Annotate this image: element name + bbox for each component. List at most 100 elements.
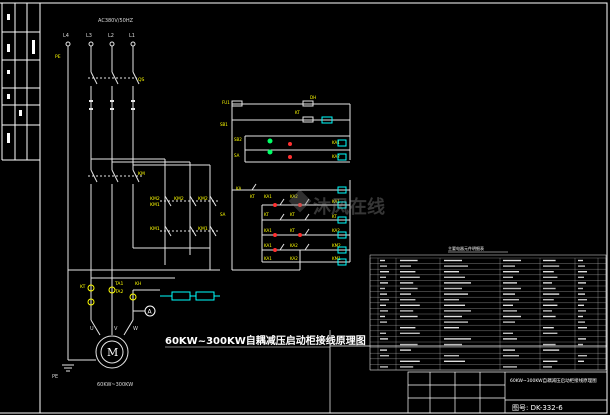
parts-cell-mark xyxy=(400,276,420,278)
parts-cell-mark xyxy=(543,315,556,318)
parts-cell-mark xyxy=(503,276,513,278)
contact-markers xyxy=(89,100,135,110)
phase-labels: L4 L3 L2 L1 xyxy=(63,33,135,39)
parts-cell-mark xyxy=(578,265,585,267)
parts-cell-mark xyxy=(503,293,515,295)
indicator-lamps xyxy=(267,138,302,252)
svg-text:KM2: KM2 xyxy=(332,243,341,248)
parts-cell-mark xyxy=(543,293,560,295)
parts-cell-mark xyxy=(444,271,459,273)
parts-cell-mark xyxy=(578,310,586,312)
parts-cell-mark xyxy=(400,293,411,295)
parts-cell-mark xyxy=(400,310,414,312)
relay-coils xyxy=(321,116,347,266)
parts-cell-mark xyxy=(578,287,583,290)
parts-cell-mark xyxy=(444,259,462,262)
title-block xyxy=(329,330,608,414)
svg-text:KA1: KA1 xyxy=(264,243,272,248)
control-circuit xyxy=(231,103,351,271)
parts-cell-mark xyxy=(503,321,515,323)
svg-text:KT: KT xyxy=(290,212,295,217)
parts-cell-mark xyxy=(444,321,468,323)
thermal-relay xyxy=(160,291,220,301)
parts-cell-mark xyxy=(380,293,387,295)
svg-text:KM1: KM1 xyxy=(332,256,341,261)
parts-cell-mark xyxy=(503,271,519,273)
parts-cell-mark xyxy=(503,332,513,334)
parts-cell-mark xyxy=(503,287,521,290)
control-fuses xyxy=(231,100,314,123)
svg-text:KT: KT xyxy=(250,194,255,199)
parts-cell-mark xyxy=(503,282,517,284)
parts-table-rows xyxy=(369,257,607,371)
parts-cell-mark xyxy=(578,321,585,323)
parts-cell-mark xyxy=(578,315,583,318)
current-transformers xyxy=(87,284,137,306)
parts-cell-mark xyxy=(380,259,385,262)
label-ground: PE xyxy=(52,374,58,380)
parts-cell-mark xyxy=(380,271,389,273)
svg-text:KA1: KA1 xyxy=(264,228,272,233)
svg-text:KM2: KM2 xyxy=(174,196,184,202)
parts-cell-mark xyxy=(578,293,585,295)
parts-table-heading: 主要电器元件明细表 xyxy=(448,245,484,251)
parts-cell-mark xyxy=(380,332,386,334)
control-contacts xyxy=(251,183,310,251)
parts-cell-mark xyxy=(380,366,388,368)
svg-text:KA1: KA1 xyxy=(264,194,272,199)
parts-cell-mark xyxy=(543,343,556,346)
parts-cell-mark xyxy=(543,360,558,362)
svg-text:SB1: SB1 xyxy=(220,122,228,127)
parts-cell-mark xyxy=(503,304,513,306)
parts-cell-mark xyxy=(578,343,583,346)
parts-cell-mark xyxy=(444,315,462,318)
parts-cell-mark xyxy=(444,310,471,312)
svg-text:V: V xyxy=(114,326,118,332)
svg-text:DH: DH xyxy=(310,95,316,100)
parts-cell-mark xyxy=(444,282,471,284)
parts-cell-mark xyxy=(578,360,584,362)
parts-cell-mark xyxy=(543,271,554,273)
title-block-drawing-no: 图号: DK-332-6 xyxy=(512,404,563,412)
parts-cell-mark xyxy=(380,287,385,290)
parts-cell-mark xyxy=(400,259,418,262)
parts-cell-mark xyxy=(578,282,586,284)
svg-text:KA2: KA2 xyxy=(290,194,298,199)
parts-cell-mark xyxy=(400,349,411,351)
parts-cell-mark xyxy=(444,338,471,340)
parts-cell-mark xyxy=(444,304,465,306)
svg-text:KA2: KA2 xyxy=(332,228,340,233)
parts-cell-mark xyxy=(578,304,584,306)
svg-text:KM1: KM1 xyxy=(150,226,160,232)
svg-text:KT: KT xyxy=(295,110,300,115)
control-labels: FU1 DH KT SB2 SA KA KT KA1 KT KA1 KA1 KA… xyxy=(222,95,341,261)
svg-text:TA2: TA2 xyxy=(114,289,123,295)
parts-cell-mark xyxy=(444,327,459,329)
svg-text:沐风在线: 沐风在线 xyxy=(313,196,385,218)
parts-cell-mark xyxy=(380,315,385,318)
parts-cell-mark xyxy=(503,338,517,340)
parts-cell-mark xyxy=(503,265,515,267)
parts-cell-mark xyxy=(444,265,468,267)
svg-text:KM: KM xyxy=(138,171,145,177)
parts-cell-mark xyxy=(578,259,583,262)
parts-cell-mark xyxy=(400,287,418,290)
parts-cell-mark xyxy=(380,299,389,301)
parts-cell-mark xyxy=(578,355,587,357)
phase-label-l2: L2 xyxy=(108,33,114,39)
parts-cell-mark xyxy=(444,293,468,295)
parts-cell-mark xyxy=(543,276,558,278)
svg-text:KT: KT xyxy=(264,212,269,217)
parts-cell-mark xyxy=(400,343,418,346)
svg-text:KA2: KA2 xyxy=(290,243,298,248)
motor-label: M xyxy=(107,346,118,359)
switch-labels: PE QS KM KM2 KM1 KM2 KM2 KM1 KM1 KT TA1 … xyxy=(55,54,208,295)
parts-cell-mark xyxy=(578,299,587,301)
power-buses xyxy=(67,46,220,330)
motor-terminal-labels: U V W xyxy=(90,326,138,332)
parts-cell-mark xyxy=(543,299,554,301)
parts-cell-mark xyxy=(543,282,552,284)
svg-text:SA: SA xyxy=(220,212,226,217)
parts-cell-mark xyxy=(543,259,556,262)
label-main-switch: QS xyxy=(138,77,145,83)
